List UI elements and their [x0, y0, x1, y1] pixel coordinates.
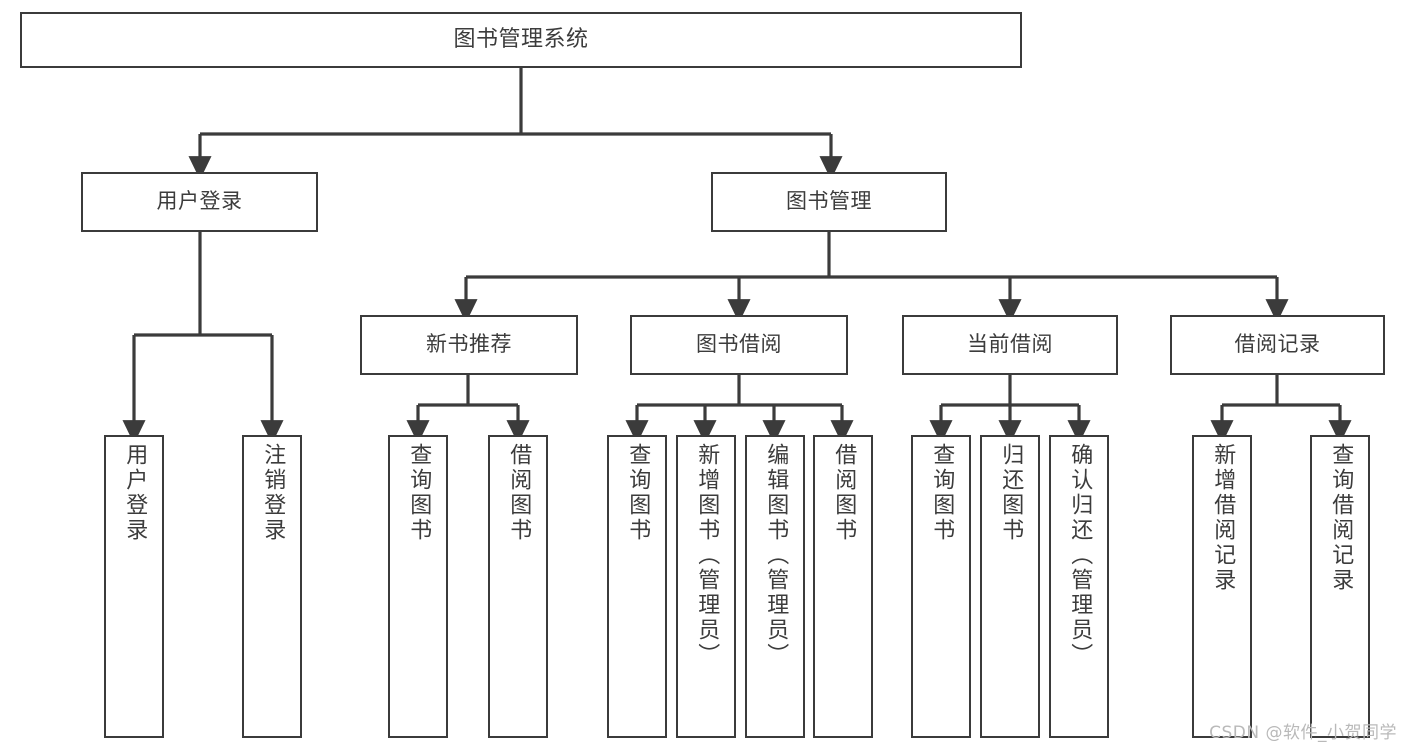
node-label: 借阅图书 — [831, 443, 857, 543]
node-label: 新增图书（管理员） — [694, 443, 720, 668]
node-label: 编辑图书（管理员） — [763, 443, 789, 668]
node-label: 借阅图书 — [506, 443, 532, 543]
node-label: 用户登录 — [122, 443, 148, 543]
node-borrow-record[interactable]: 借阅记录 — [1170, 315, 1385, 375]
leaf-record-query-record[interactable]: 查询借阅记录 — [1310, 435, 1370, 738]
node-label: 新书推荐 — [426, 332, 512, 357]
leaf-user-login-logout[interactable]: 注销登录 — [242, 435, 302, 738]
leaf-borrow-borrow-book[interactable]: 借阅图书 — [813, 435, 873, 738]
leaf-recommend-query-book[interactable]: 查询图书 — [388, 435, 448, 738]
leaf-current-query-book[interactable]: 查询图书 — [911, 435, 971, 738]
node-label: 查询借阅记录 — [1328, 443, 1354, 593]
node-label: 图书管理系统 — [453, 26, 589, 52]
node-label: 借阅记录 — [1234, 332, 1321, 357]
node-label: 查询图书 — [625, 443, 651, 543]
node-label: 图书借阅 — [696, 332, 782, 357]
leaf-borrow-add-book-admin[interactable]: 新增图书（管理员） — [676, 435, 736, 738]
node-root-system[interactable]: 图书管理系统 — [20, 12, 1022, 68]
node-label: 新增借阅记录 — [1210, 443, 1236, 593]
node-label: 图书管理 — [786, 189, 872, 214]
node-book-borrow[interactable]: 图书借阅 — [630, 315, 848, 375]
leaf-borrow-query-book[interactable]: 查询图书 — [607, 435, 667, 738]
csdn-watermark: CSDN @软件_小贺同学 — [1209, 723, 1397, 743]
leaf-user-login-login[interactable]: 用户登录 — [104, 435, 164, 738]
leaf-current-return-book[interactable]: 归还图书 — [980, 435, 1040, 738]
node-label: 确认归还（管理员） — [1067, 443, 1093, 668]
leaf-borrow-edit-book-admin[interactable]: 编辑图书（管理员） — [745, 435, 805, 738]
leaf-record-add-record[interactable]: 新增借阅记录 — [1192, 435, 1252, 738]
leaf-recommend-borrow-book[interactable]: 借阅图书 — [488, 435, 548, 738]
node-label: 查询图书 — [406, 443, 432, 543]
node-current-borrow[interactable]: 当前借阅 — [902, 315, 1118, 375]
node-label: 用户登录 — [156, 189, 243, 214]
node-label: 查询图书 — [929, 443, 955, 543]
node-label: 当前借阅 — [967, 332, 1053, 357]
leaf-current-confirm-return-admin[interactable]: 确认归还（管理员） — [1049, 435, 1109, 738]
node-label: 注销登录 — [260, 443, 286, 543]
node-book-management[interactable]: 图书管理 — [711, 172, 947, 232]
node-new-book-recommend[interactable]: 新书推荐 — [360, 315, 578, 375]
node-user-login[interactable]: 用户登录 — [81, 172, 318, 232]
node-label: 归还图书 — [998, 443, 1024, 543]
